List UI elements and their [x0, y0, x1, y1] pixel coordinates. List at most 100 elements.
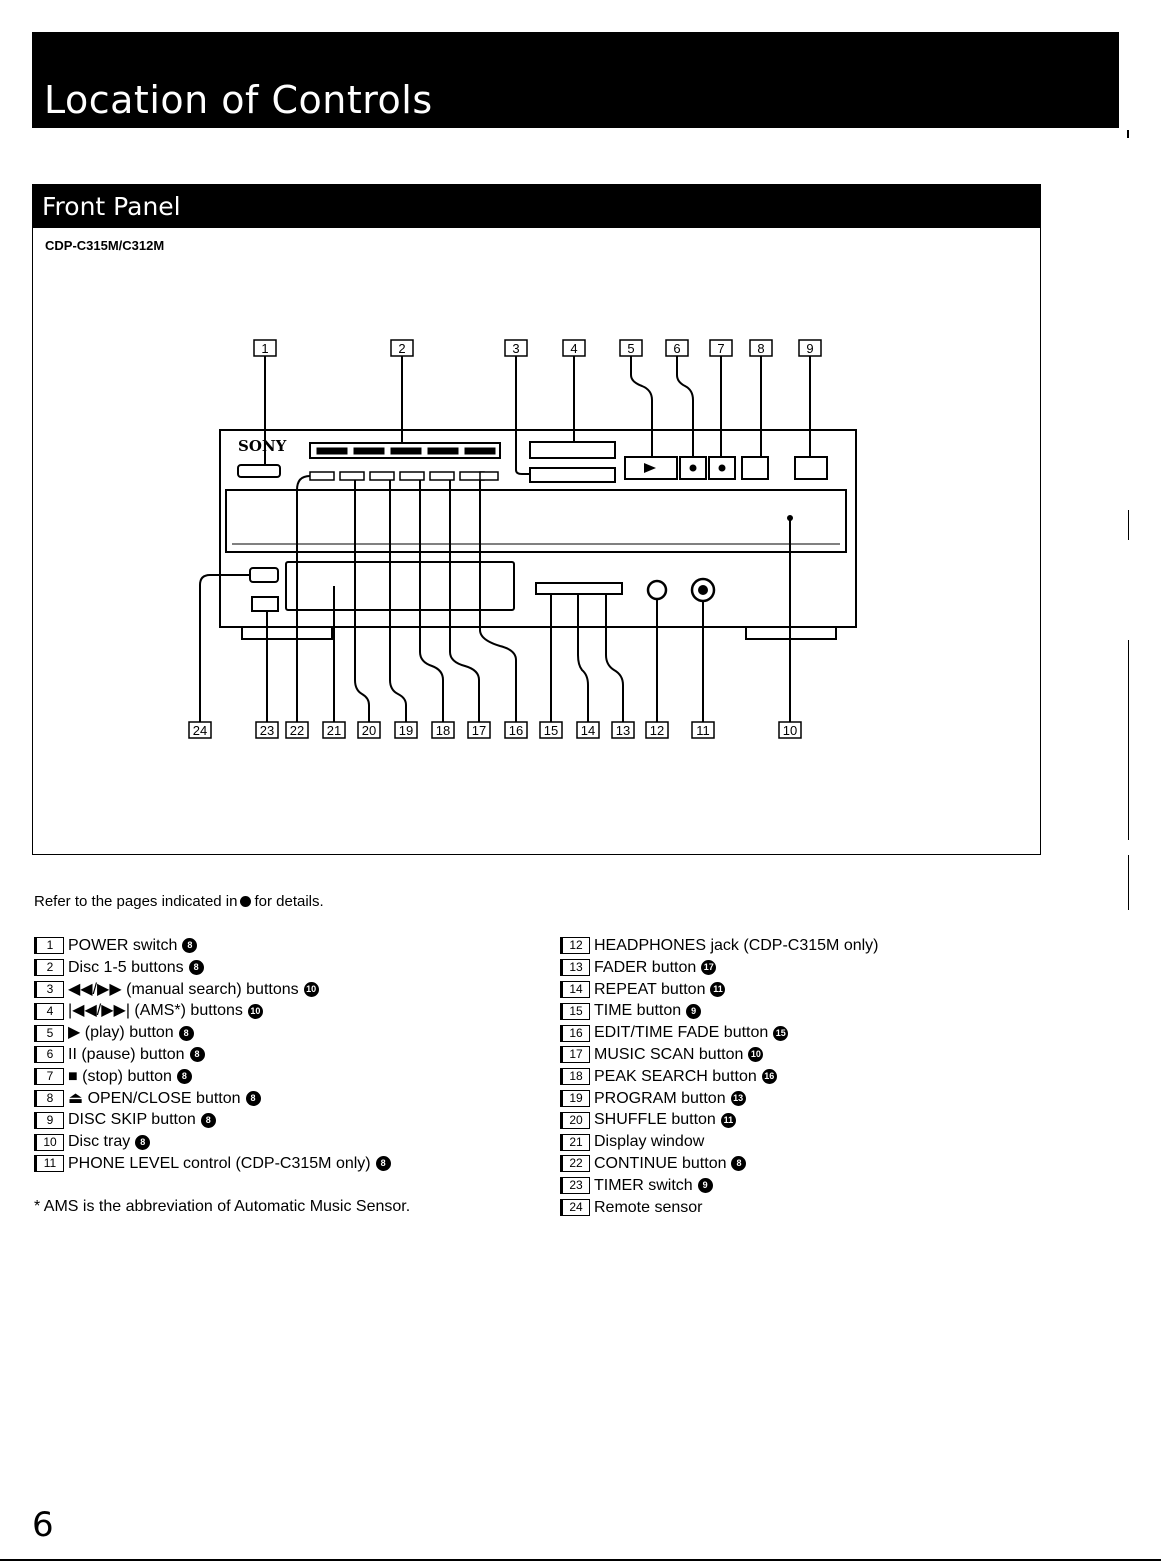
item-label: EDIT/TIME FADE button — [594, 1024, 769, 1042]
item-number: 21 — [560, 1133, 590, 1151]
item-number: 8 — [34, 1089, 64, 1107]
page-ref-icon: 8 — [731, 1156, 747, 1172]
page-ref-icon: 11 — [710, 981, 726, 997]
page-ref-icon: 8 — [135, 1134, 151, 1150]
item-number: 24 — [560, 1198, 590, 1216]
svg-text:13: 13 — [616, 723, 630, 738]
front-panel-diagram: SONY 1 2 3 4 — [188, 339, 857, 739]
svg-text:14: 14 — [581, 723, 595, 738]
item-number: 18 — [560, 1068, 590, 1086]
item-label: SHUFFLE button — [594, 1111, 716, 1129]
item-label: REPEAT button — [594, 980, 706, 998]
item-label: Remote sensor — [594, 1198, 703, 1216]
item-label: Disc tray — [68, 1133, 131, 1151]
title-bar: Location of Controls — [32, 32, 1119, 128]
display-window-diagram — [285, 561, 515, 611]
item-number: 19 — [560, 1089, 590, 1107]
svg-text:3: 3 — [512, 341, 519, 356]
svg-text:7: 7 — [717, 341, 724, 356]
disc-tray-diagram — [225, 489, 847, 553]
page-ref-icon: 15 — [773, 1025, 789, 1041]
item-number: 17 — [560, 1046, 590, 1064]
item-number: 14 — [560, 980, 590, 998]
svg-text:16: 16 — [509, 723, 523, 738]
callout-1: 1 — [253, 339, 277, 357]
item-number: 15 — [560, 1002, 590, 1020]
callout-9: 9 — [798, 339, 822, 357]
callout-5: 5 — [619, 339, 643, 357]
page-ref-icon: 13 — [730, 1090, 746, 1106]
item-number: 4 — [34, 1002, 64, 1020]
margin-mark — [1127, 130, 1129, 138]
item-label: PROGRAM button — [594, 1089, 726, 1107]
svg-text:6: 6 — [673, 341, 680, 356]
item-number: 2 — [34, 959, 64, 977]
item-label: ⏏ OPEN/CLOSE button — [68, 1089, 241, 1107]
left-foot — [241, 626, 333, 640]
svg-text:21: 21 — [327, 723, 341, 738]
footnote: * AMS is the abbreviation of Automatic M… — [34, 1198, 411, 1215]
item-label: Display window — [594, 1133, 705, 1151]
callout-22: 22 — [285, 721, 309, 739]
item-label: Disc 1-5 buttons — [68, 958, 184, 976]
callout-12: 12 — [645, 721, 669, 739]
item-number: 5 — [34, 1024, 64, 1042]
page-ref-icon: 9 — [697, 1178, 713, 1194]
callout-8: 8 — [749, 339, 773, 357]
section-header: Front Panel — [32, 184, 1041, 228]
callout-19: 19 — [394, 721, 418, 739]
item-label: II (pause) button — [68, 1045, 185, 1063]
item-label: MUSIC SCAN button — [594, 1045, 744, 1063]
item-label: HEADPHONES jack (CDP-C315M only) — [594, 937, 879, 954]
svg-text:8: 8 — [757, 341, 764, 356]
item-number: 13 — [560, 959, 590, 977]
page-ref-icon: 8 — [200, 1112, 216, 1128]
svg-text:18: 18 — [436, 723, 450, 738]
callout-20: 20 — [357, 721, 381, 739]
callout-10: 10 — [778, 721, 802, 739]
callout-7: 7 — [709, 339, 733, 357]
callout-4: 4 — [562, 339, 586, 357]
margin-mark — [1128, 510, 1129, 540]
callout-24: 24 — [188, 721, 212, 739]
power-switch-diagram — [237, 464, 281, 478]
svg-text:17: 17 — [472, 723, 486, 738]
item-number: 12 — [560, 937, 590, 955]
item-number: 11 — [34, 1155, 64, 1173]
callout-16: 16 — [504, 721, 528, 739]
item-label: TIME button — [594, 1002, 682, 1020]
callout-14: 14 — [576, 721, 600, 739]
page-ref-icon: 8 — [188, 960, 204, 976]
svg-text:11: 11 — [696, 723, 710, 738]
page-ref-icon: 8 — [178, 1025, 194, 1041]
item-label: DISC SKIP button — [68, 1111, 196, 1129]
svg-text:23: 23 — [260, 723, 274, 738]
item-label: ■ (stop) button — [68, 1067, 172, 1085]
callout-23: 23 — [255, 721, 279, 739]
item-number: 6 — [34, 1046, 64, 1064]
page-ref-icon: 9 — [686, 1003, 702, 1019]
page-title: Location of Controls — [44, 78, 433, 122]
svg-text:9: 9 — [806, 341, 813, 356]
page-ref-icon: 8 — [245, 1090, 261, 1106]
callout-17: 17 — [467, 721, 491, 739]
